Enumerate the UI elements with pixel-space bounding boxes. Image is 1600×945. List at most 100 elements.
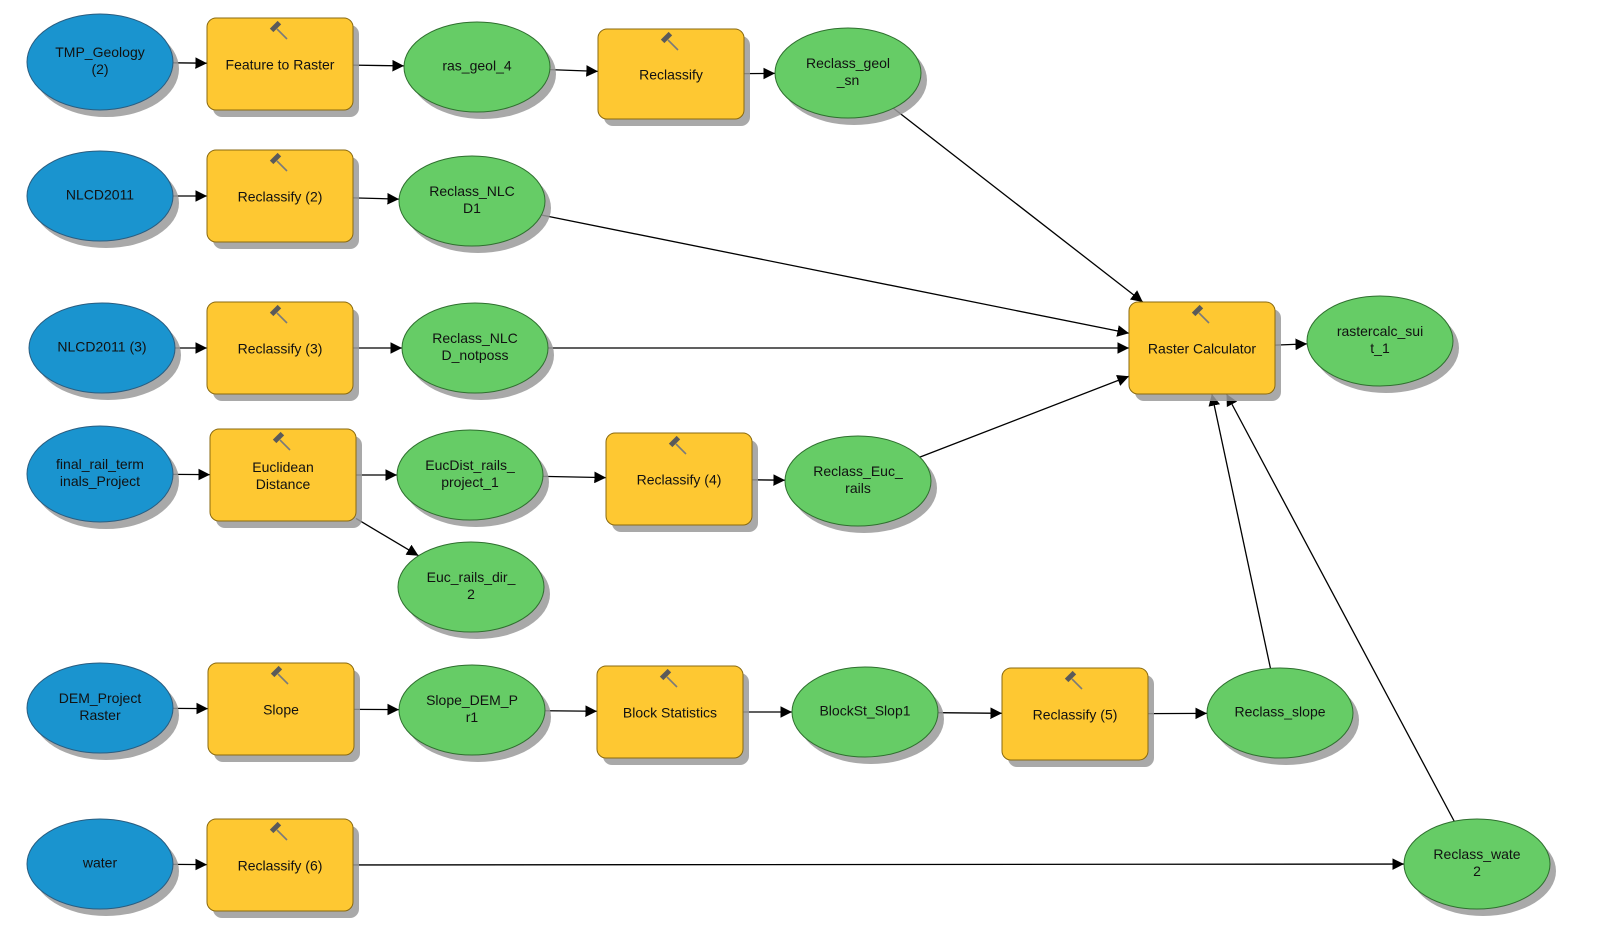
reclassify-3-tool-node[interactable]: Reclassify (3) — [206, 301, 359, 401]
hammer-icon — [272, 431, 291, 451]
node-label: 2 — [467, 586, 475, 602]
tool-box — [206, 17, 354, 111]
hammer-icon — [660, 31, 679, 51]
node-label: r1 — [466, 709, 479, 725]
tool-box — [206, 149, 354, 243]
feature-to-raster-tool-node[interactable]: Feature to Raster — [206, 17, 359, 117]
reclass-nlcd-notposs-output-node[interactable]: Reclass_NLCD_notposs — [401, 302, 554, 400]
node-label: inals_Project — [60, 473, 140, 489]
reclassify-5-tool-node[interactable]: Reclassify (5) — [1001, 667, 1154, 767]
input-ellipse — [26, 150, 174, 242]
node-label: Slope_DEM_P — [426, 692, 518, 708]
reclass-euc-rails-output-node[interactable]: Reclass_Euc_rails — [784, 435, 937, 533]
eucdist-rails-project-1-output-node[interactable]: EucDist_rails_project_1 — [396, 429, 549, 527]
tmp-geology-input-node[interactable]: TMP_Geology(2) — [26, 13, 179, 117]
node-label: Slope — [263, 702, 299, 718]
node-label: NLCD2011 — [66, 187, 134, 203]
reclassify-2-tool-node[interactable]: Reclassify (2) — [206, 149, 359, 249]
nlcd2011-3-input-node[interactable]: NLCD2011 (3) — [28, 302, 181, 400]
node-label: Block Statistics — [623, 705, 717, 721]
node-label: DEM_Project — [59, 690, 142, 706]
node-label: final_rail_term — [56, 456, 144, 472]
output-ellipse — [398, 155, 546, 247]
node-label: Reclassify — [639, 67, 703, 83]
slope-dem-pr1-output-node[interactable]: Slope_DEM_Pr1 — [398, 664, 551, 762]
node-label: Reclassify (2) — [238, 189, 323, 205]
edge-reclass-wate2-to-raster-calculator — [1225, 393, 1455, 822]
tool-box — [1001, 667, 1149, 761]
input-ellipse — [26, 662, 174, 754]
node-label: water — [82, 855, 118, 871]
reclassify-tool-node[interactable]: Reclassify — [597, 28, 750, 126]
edge-euclidean-distance-to-euc-rails-dir-2 — [355, 517, 419, 557]
ras-geol-4-output-node[interactable]: ras_geol_4 — [403, 21, 556, 119]
water-input-node[interactable]: water — [26, 818, 179, 916]
node-label: EucDist_rails_ — [425, 457, 515, 473]
node-label: t_1 — [1370, 340, 1390, 356]
node-label: Euc_rails_dir_ — [427, 569, 516, 585]
reclass-geol-sn-output-node[interactable]: Reclass_geol_sn — [774, 27, 927, 125]
node-label: Raster Calculator — [1148, 341, 1256, 357]
node-label: Reclassify (3) — [238, 341, 323, 357]
node-label: Reclass_geol — [806, 55, 890, 71]
node-label: Reclass_Euc_ — [813, 463, 903, 479]
nlcd2011-input-node[interactable]: NLCD2011 — [26, 150, 179, 248]
node-label: _sn — [836, 72, 860, 88]
block-statistics-tool-node[interactable]: Block Statistics — [596, 665, 749, 765]
blockst-slop1-output-node[interactable]: BlockSt_Slop1 — [791, 666, 944, 764]
node-label: rastercalc_sui — [1337, 323, 1423, 339]
hammer-icon — [659, 668, 678, 688]
output-ellipse — [1206, 667, 1354, 759]
edge-reclass-geol-sn-to-raster-calculator — [892, 107, 1144, 303]
hammer-icon — [668, 435, 687, 455]
node-label: Distance — [256, 476, 311, 492]
hammer-icon — [269, 821, 288, 841]
hammer-icon — [270, 665, 289, 685]
tool-box — [207, 662, 355, 756]
node-label: D_notposs — [442, 347, 509, 363]
hammer-icon — [269, 20, 288, 40]
output-ellipse — [398, 664, 546, 756]
output-ellipse — [791, 666, 939, 758]
node-label: 2 — [1473, 863, 1481, 879]
output-ellipse — [1403, 818, 1551, 910]
output-ellipse — [401, 302, 549, 394]
node-label: Reclass_NLC — [432, 330, 518, 346]
tool-box — [209, 428, 357, 522]
node-label: Reclass_NLC — [429, 183, 515, 199]
tool-box — [596, 665, 744, 759]
hammer-icon — [1064, 670, 1083, 690]
node-label: BlockSt_Slop1 — [819, 703, 910, 719]
input-ellipse — [26, 818, 174, 910]
edge-slope-dem-pr1-to-block-statistics — [544, 705, 598, 717]
node-label: rails — [845, 480, 871, 496]
input-ellipse — [26, 13, 174, 111]
edge-eucdist-rails-project-1-to-reclassify-4 — [542, 471, 607, 484]
node-label: D1 — [463, 200, 481, 216]
reclassify-4-tool-node[interactable]: Reclassify (4) — [605, 432, 758, 532]
input-ellipse — [28, 302, 176, 394]
output-ellipse — [784, 435, 932, 527]
euc-rails-dir-2-output-node[interactable]: Euc_rails_dir_2 — [397, 541, 550, 639]
raster-calculator-tool-node[interactable]: Raster Calculator — [1128, 301, 1281, 401]
node-label: Feature to Raster — [226, 57, 335, 73]
edge-ras-geol-4-to-reclassify — [549, 65, 599, 77]
reclassify-6-tool-node[interactable]: Reclassify (6) — [206, 818, 359, 918]
node-label: Reclassify (5) — [1033, 707, 1118, 723]
tool-box — [597, 28, 745, 120]
edge-reclass-slope-to-raster-calculator — [1208, 393, 1272, 669]
output-ellipse — [396, 429, 544, 521]
tool-box — [206, 818, 354, 912]
node-label: Reclass_wate — [1433, 846, 1520, 862]
output-ellipse — [397, 541, 545, 633]
slope-tool-node[interactable]: Slope — [207, 662, 360, 762]
edge-reclassify-2-to-reclass-nlcd1 — [352, 192, 400, 205]
reclass-slope-output-node[interactable]: Reclass_slope — [1206, 667, 1359, 765]
